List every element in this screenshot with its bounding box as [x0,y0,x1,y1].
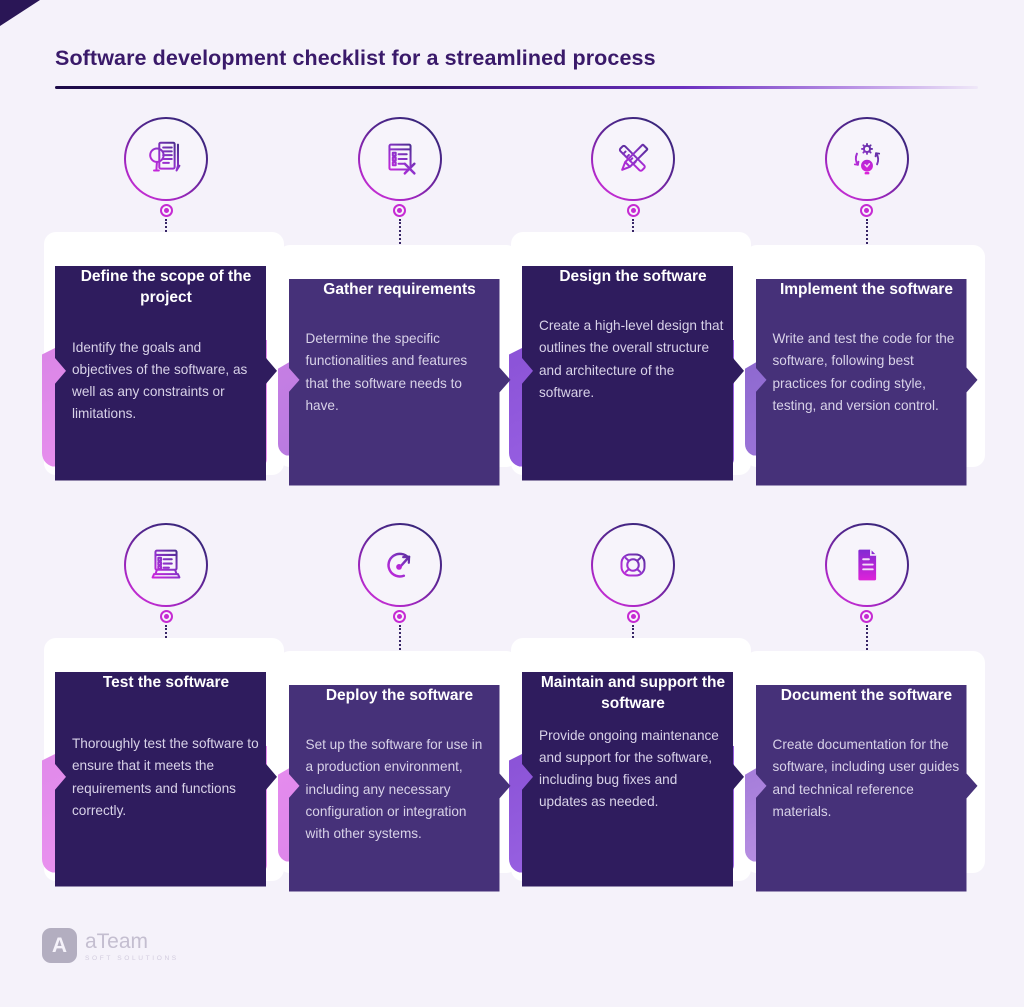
requirements-checklist-icon [358,117,442,201]
step-description: Write and test the code for the software… [772,331,955,413]
step-description: Identify the goals and objectives of the… [72,339,248,422]
implement-gear-bulb-cycle-icon [825,117,909,201]
step-description: Create documentation for the software, i… [772,737,960,819]
test-monitor-checklist-icon [124,523,208,607]
connector-dotted-line [865,218,868,252]
connector-dot [860,203,873,217]
connector-dot [626,609,640,623]
connector-dotted-line [165,624,167,645]
connector-dotted-line [632,218,634,239]
card-body: Document the software Create documentati… [756,685,978,892]
step-title: Gather requirements [323,280,476,298]
connector-dotted-line [398,624,401,658]
step-document-software: Document the software Create documentati… [744,523,985,865]
document-file-icon [825,523,909,607]
step-maintain-support: Maintain and support the software Provid… [509,523,751,865]
step-design-software: Design the software Create a high-level … [509,117,751,459]
connector-dotted-line [398,218,401,252]
logo-name: aTeam [85,930,149,953]
deploy-circular-arrow-icon [358,523,442,607]
card-body: Define the scope of the project Identify… [55,266,277,481]
card-body: Maintain and support the software Provid… [522,672,744,887]
connector-dotted-line [632,624,634,645]
scope-magnifier-document-icon [124,117,208,201]
step-title: Test the software [102,673,230,691]
connector-dot [860,609,873,623]
step-title: Design the software [559,267,707,285]
card-body: Gather requirements Determine the specif… [289,279,511,486]
step-description: Thoroughly test the software to ensure t… [72,736,259,818]
step-deploy-software: Deploy the software Set up the software … [277,523,518,865]
design-pencil-ruler-icon [591,117,675,201]
steps-row-1: Define the scope of the project Identify… [42,117,985,459]
connector-dot [159,609,173,623]
step-gather-requirements: Gather requirements Determine the specif… [277,117,518,459]
step-description: Provide ongoing maintenance and support … [539,727,719,810]
card-body: Deploy the software Set up the software … [289,685,511,892]
footer-logo: A aTeam SOFT SOLUTIONS [42,928,179,963]
step-description: Determine the specific functionalities a… [305,331,468,413]
step-description: Set up the software for use in a product… [305,737,483,841]
header: Software development checklist for a str… [0,0,1024,89]
card-body: Test the software Thoroughly test the so… [55,672,277,887]
support-lifebuoy-icon [591,523,675,607]
logo-mark: A [42,928,77,963]
step-title: Maintain and support the software [540,673,726,713]
logo-tagline: SOFT SOLUTIONS [85,955,179,963]
step-test-software: Test the software Thoroughly test the so… [42,523,284,865]
connector-dot [393,609,406,623]
step-define-scope: Define the scope of the project Identify… [42,117,284,459]
step-title: Define the scope of the project [80,267,252,307]
card-body: Design the software Create a high-level … [522,266,744,481]
connector-dot [393,203,406,217]
step-implement-software: Implement the software Write and test th… [744,117,985,459]
connector-dot [159,203,173,217]
steps-row-2: Test the software Thoroughly test the so… [42,523,985,865]
step-title: Document the software [780,686,953,704]
step-title: Deploy the software [325,686,474,704]
step-description: Create a high-level design that outlines… [539,318,724,400]
card-body: Implement the software Write and test th… [756,279,978,486]
connector-dotted-line [165,218,167,239]
step-title: Implement the software [779,280,954,298]
connector-dotted-line [865,624,868,658]
page-title: Software development checklist for a str… [55,46,656,70]
title-underline [55,86,978,89]
connector-dot [626,203,640,217]
